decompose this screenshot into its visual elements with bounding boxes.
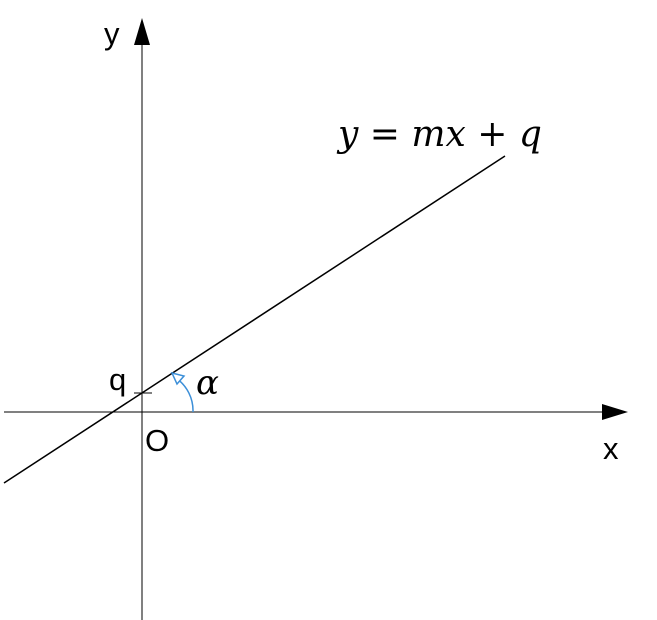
x-axis-arrowhead (602, 404, 628, 420)
angle-label: α (196, 363, 219, 403)
y-axis-arrowhead (134, 18, 150, 45)
origin-label: O (145, 423, 169, 458)
line-graph (3, 155, 506, 484)
line-equation: y = mx + q (336, 114, 542, 155)
x-axis-label: x (603, 431, 619, 466)
intercept-label: q (109, 362, 126, 397)
y-axis-label: y (104, 16, 120, 51)
angle-arrowhead (170, 371, 186, 386)
